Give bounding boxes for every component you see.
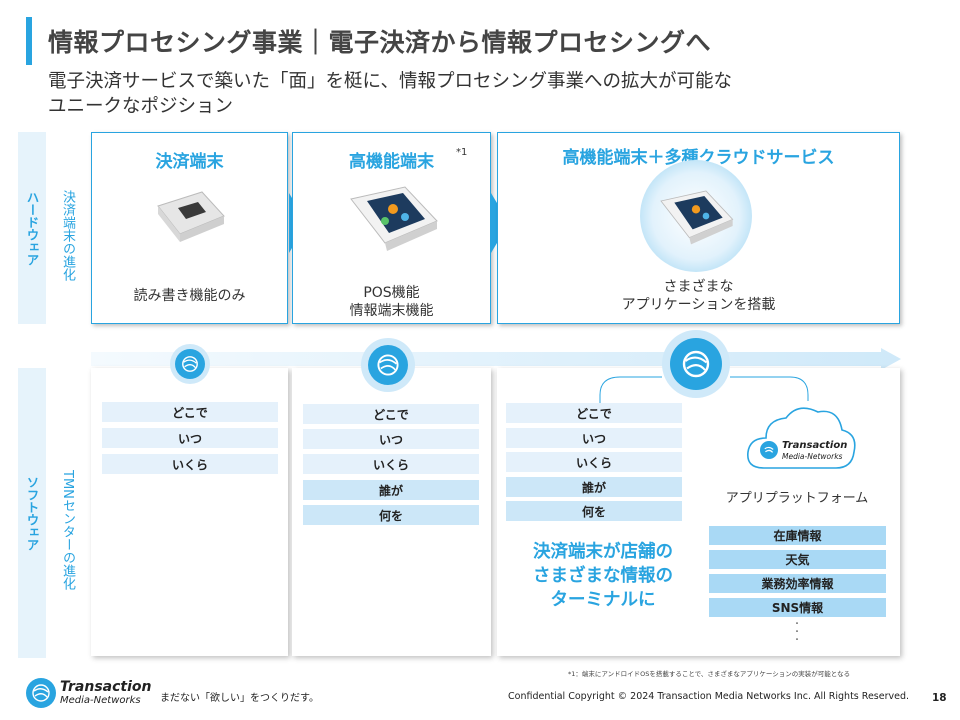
data-item-how-much: いくら [506,452,682,472]
connector-lines [590,365,830,410]
cloud-logo-line-2: Media-Networks [782,452,843,461]
highlight-line-1: 決済端末が店舗の [533,542,673,562]
data-item-when: いつ [506,428,682,448]
software-band [18,368,46,658]
desc-line-1: POS機能 [363,285,420,301]
data-item-where: どこで [303,404,479,424]
software-sublabel: TMNセンターの進化 [60,470,75,590]
footnote: *1：端末にアンドロイドOSを搭載することで、さまざまなアプリケーションの実装が… [568,670,851,678]
tmn-globe-icon [361,338,415,392]
page-subtitle: 電子決済サービスで築いた「面」を梃に、情報プロセシング事業への拡大が可能な ユニ… [48,69,868,119]
subtitle-line-2: ユニークなポジション [48,96,234,117]
service-item-efficiency: 業務効率情報 [709,574,886,593]
tmn-globe-icon [170,344,210,384]
cloud-logo-line-1: Transaction [782,440,848,451]
hardware-card-title: 決済端末 [155,152,224,172]
service-item-inventory: 在庫情報 [709,526,886,545]
data-item-how-much: いくら [102,454,278,474]
company-logo-line-2: Media-Networks [60,695,141,706]
platform-label: アプリプラットフォーム [725,491,869,506]
hardware-sublabel: 決済端末の進化 [60,189,75,281]
highlight-line-2: さまざまな情報の [533,566,673,586]
desc-line-2: 情報端末機能 [349,303,434,319]
company-logo-line-1: Transaction [60,679,152,695]
software-label: ソフトウェア [24,475,40,551]
tmn-globe-icon [662,330,730,398]
data-item-what: 何を [506,501,682,521]
cloud-logo: Transaction Media-Networks [760,438,850,466]
highlight-message: 決済端末が店舗の さまざまな情報の ターミナルに [498,540,708,612]
company-logo-icon [26,678,56,708]
hardware-card-title: 高機能端末＋多種クラウドサービス [562,148,835,168]
service-item-weather: 天気 [709,550,886,569]
tmn-logo-icon [760,441,778,459]
hardware-card-cloud: 高機能端末＋多種クラウドサービス さまざまな アプリケーションを搭載 [497,132,900,324]
data-item-what: 何を [303,505,479,525]
data-item-when: いつ [303,429,479,449]
hardware-card-desc: さまざまな アプリケーションを搭載 [498,278,899,314]
hardware-band [18,132,46,324]
data-item-when: いつ [102,428,278,448]
page-number: 18 [932,692,947,704]
data-item-who: 誰が [506,477,682,497]
desc-line-2: アプリケーションを搭載 [621,297,776,313]
data-item-how-much: いくら [303,454,479,474]
card-reader-image [150,186,230,246]
data-item-where: どこで [506,403,682,423]
title-accent-bar [26,17,32,65]
terminal-glow-icon [640,160,752,272]
highlight-line-3: ターミナルに [550,590,656,610]
data-item-where: どこで [102,402,278,422]
android-terminal-image [345,181,441,253]
page-title: 情報プロセシング事業｜電子決済から情報プロセシングへ [48,28,712,57]
hardware-card-title: 高機能端末 [349,152,434,172]
hardware-card-basic: 決済端末 読み書き機能のみ [91,132,288,324]
hardware-card-advanced: 高機能端末 *1 POS機能 情報端末機能 [292,132,491,324]
more-services-ellipsis: ・ ・ ・ [793,619,801,644]
copyright: Confidential Copyright © 2024 Transactio… [508,691,910,702]
hardware-card-desc: 読み書き機能のみ [133,288,246,304]
company-tagline: まだない「欲しい」をつくりだす。 [160,693,319,704]
hardware-label: ハードウェア [24,190,40,266]
desc-line-1: さまざまな [663,279,734,295]
service-item-sns: SNS情報 [709,598,886,617]
footnote-marker: *1 [456,147,468,158]
hardware-card-desc: POS機能 情報端末機能 [293,284,490,320]
subtitle-line-1: 電子決済サービスで築いた「面」を梃に、情報プロセシング事業への拡大が可能な [48,71,732,92]
data-item-who: 誰が [303,480,479,500]
